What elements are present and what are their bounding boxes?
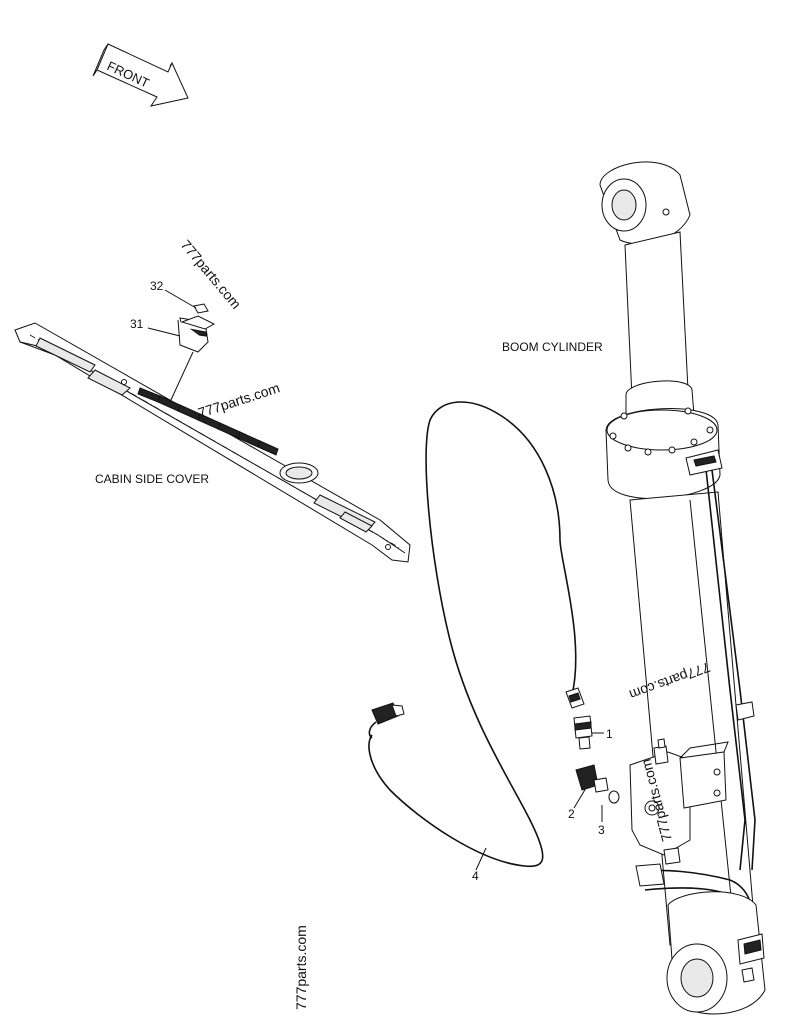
callout-3: 3 bbox=[598, 823, 605, 837]
wiring-harness-part-4 bbox=[368, 401, 577, 868]
switch-part-31 bbox=[177, 315, 216, 353]
front-arrow-icon: FRONT bbox=[92, 43, 189, 107]
watermark-2: 777parts.com bbox=[196, 379, 282, 420]
o-ring-part-3 bbox=[608, 790, 620, 804]
louver-grille bbox=[137, 387, 279, 456]
callout-1: 1 bbox=[606, 727, 613, 741]
callout-2: 2 bbox=[568, 807, 575, 821]
cabin-side-cover-label: CABIN SIDE COVER bbox=[95, 472, 209, 486]
callout-4: 4 bbox=[472, 869, 479, 883]
watermark-5: 777parts.com bbox=[293, 925, 309, 1010]
clip-part-32 bbox=[193, 303, 209, 314]
cabin-side-cover bbox=[14, 322, 411, 563]
callout-31: 31 bbox=[130, 317, 144, 331]
watermark-1: 777parts.com bbox=[178, 237, 245, 312]
boom-cylinder-label: BOOM CYLINDER bbox=[502, 340, 603, 354]
leader-lines bbox=[147, 289, 604, 871]
boom-cylinder bbox=[599, 161, 766, 1015]
elbow-fitting-part-2 bbox=[575, 764, 609, 793]
callout-32: 32 bbox=[150, 279, 164, 293]
pressure-sensor-part-1 bbox=[565, 687, 593, 750]
